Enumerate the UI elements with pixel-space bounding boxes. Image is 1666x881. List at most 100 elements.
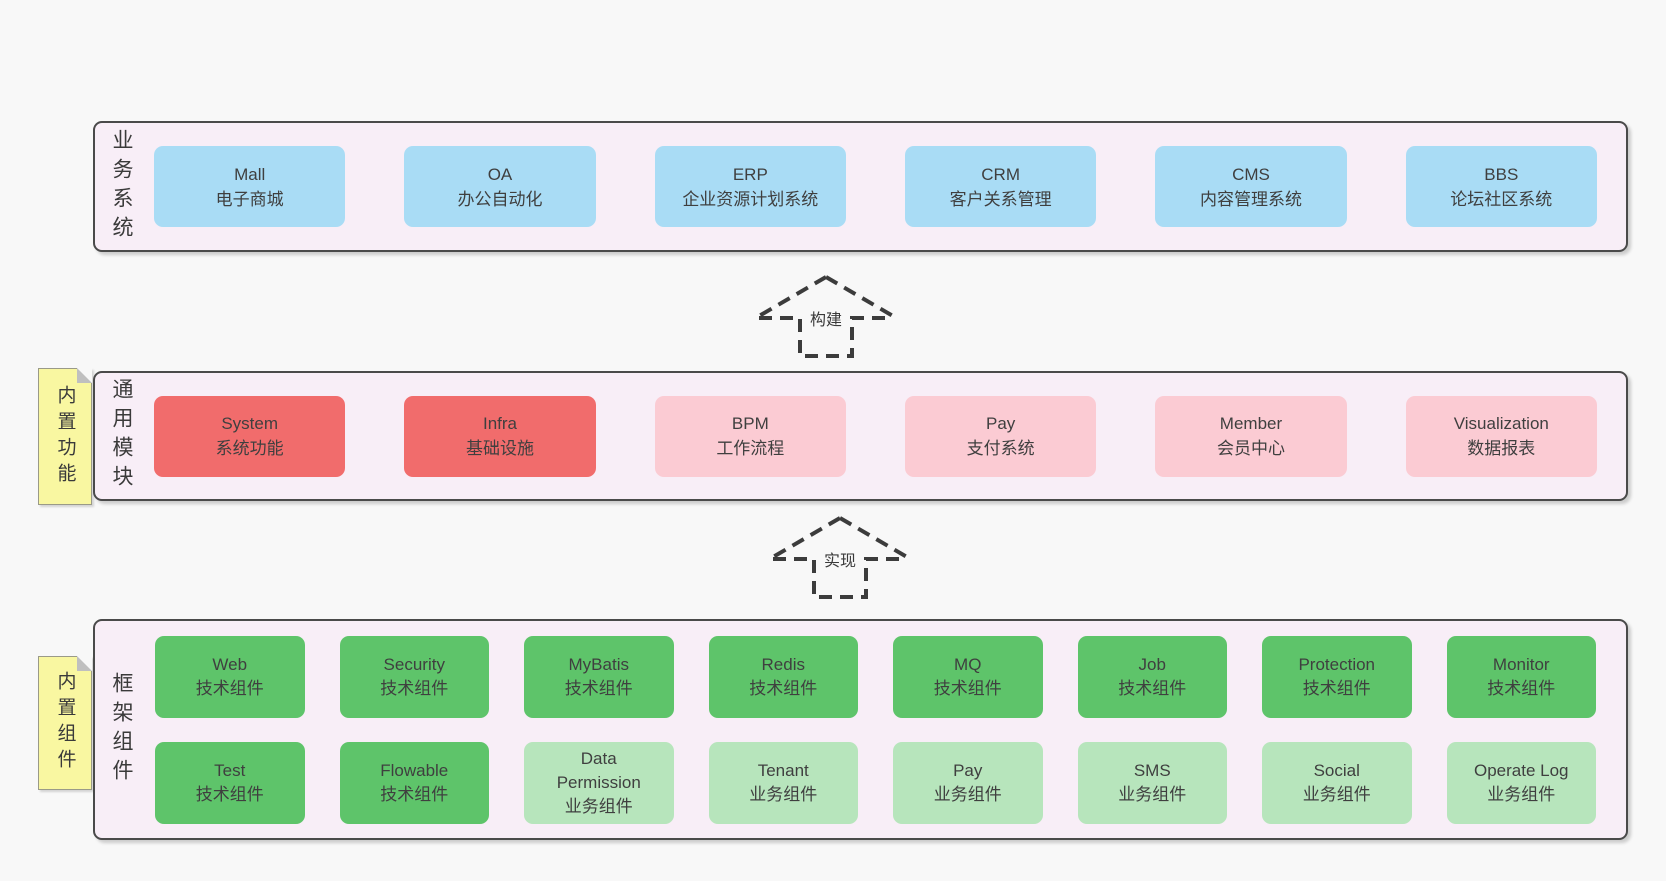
box-name: MyBatis: [568, 654, 629, 674]
box-operate-log: Operate Log 业务组件: [1446, 741, 1596, 824]
box-pay: Pay 支付系统: [904, 395, 1097, 477]
box-mybatis: MyBatis 技术组件: [524, 635, 674, 718]
box-name: System: [221, 414, 278, 433]
folded-corner-icon: [77, 656, 92, 671]
box-desc: 业务组件: [564, 796, 633, 816]
box-redis: Redis 技术组件: [708, 635, 858, 718]
box-web: Web 技术组件: [155, 635, 305, 718]
box-name: Flowable: [380, 760, 449, 780]
box-name: Job: [1138, 654, 1166, 674]
box-sms: SMS 业务组件: [1077, 741, 1227, 824]
box-tenant: Tenant 业务组件: [708, 741, 858, 824]
box-name: Security: [383, 654, 445, 674]
sticky-tab-builtin-features: 内置功能: [38, 368, 92, 505]
box-desc: 业务组件: [1487, 784, 1556, 804]
box-name: Operate Log: [1473, 760, 1569, 780]
tab-label: 内置组件: [54, 671, 76, 775]
box-mq: MQ 技术组件: [893, 635, 1043, 718]
box-desc: 工作流程: [716, 439, 785, 458]
box-desc: 业务组件: [1302, 784, 1371, 804]
box-desc: 技术组件: [933, 678, 1002, 698]
box-name: CRM: [981, 164, 1020, 184]
box-name: Data Permission: [556, 748, 641, 792]
dashed-arrow-icon: [757, 275, 895, 358]
box-desc: 技术组件: [195, 678, 264, 698]
box-job: Job 技术组件: [1077, 635, 1227, 718]
box-desc: 内容管理系统: [1199, 189, 1302, 209]
box-bbs: BBS 论坛社区系统: [1405, 146, 1597, 227]
box-name: Redis: [761, 654, 805, 674]
box-name: BBS: [1484, 164, 1519, 184]
sticky-tab-builtin-components: 内置组件: [38, 656, 92, 790]
up-arrow-implement-icon: 实现: [770, 515, 910, 599]
box-name: CMS: [1232, 164, 1270, 184]
box-name: Pay: [953, 760, 983, 780]
box-protection: Protection 技术组件: [1262, 635, 1412, 718]
box-name: SMS: [1133, 760, 1171, 780]
box-name: BPM: [731, 414, 769, 433]
box-system: System 系统功能: [154, 395, 346, 477]
box-desc: 技术组件: [749, 678, 818, 698]
box-desc: 业务组件: [933, 784, 1002, 804]
layer-label: 通用模块: [110, 378, 133, 494]
box-desc: 会员中心: [1216, 439, 1285, 458]
box-bpm: BPM 工作流程: [654, 395, 846, 477]
box-desc: 技术组件: [380, 678, 449, 698]
layer-label: 业务系统: [110, 128, 133, 245]
box-name: Web: [212, 654, 248, 674]
box-desc: 技术组件: [1302, 678, 1371, 698]
box-name: Pay: [986, 414, 1016, 433]
box-desc: 数据报表: [1467, 439, 1536, 458]
box-desc: 支付系统: [966, 439, 1035, 458]
box-desc: 业务组件: [1118, 784, 1187, 804]
box-desc: 技术组件: [564, 678, 633, 698]
box-mall: Mall 电子商城: [154, 146, 346, 227]
box-name: Protection: [1298, 654, 1376, 674]
dashed-arrow-icon: [771, 516, 909, 599]
box-erp: ERP 企业资源计划系统: [654, 146, 846, 227]
box-name: Visualization: [1453, 414, 1549, 433]
box-desc: 技术组件: [195, 784, 264, 804]
box-name: ERP: [732, 164, 768, 184]
box-desc: 业务组件: [749, 784, 818, 804]
box-name: Infra: [482, 414, 517, 433]
box-name: MQ: [954, 654, 982, 674]
box-test: Test 技术组件: [155, 741, 305, 824]
box-name: Monitor: [1492, 654, 1550, 674]
box-desc: 办公自动化: [457, 189, 543, 209]
box-name: Test: [214, 760, 246, 780]
box-security: Security 技术组件: [339, 635, 489, 718]
box-name: OA: [487, 164, 513, 184]
box-desc: 系统功能: [215, 439, 284, 458]
arrow-label: 实现: [820, 547, 860, 571]
box-desc: 企业资源计划系统: [682, 189, 819, 209]
box-cms: CMS 内容管理系统: [1155, 146, 1347, 227]
layer-label: 框架组件: [110, 671, 133, 788]
tab-label: 内置功能: [54, 384, 76, 489]
folded-corner-icon: [77, 368, 92, 383]
box-oa: OA 办公自动化: [404, 146, 596, 227]
box-data-permission: Data Permission 业务组件: [524, 741, 674, 824]
box-name: Tenant: [757, 760, 809, 780]
box-desc: 电子商城: [215, 189, 284, 209]
box-desc: 客户关系管理: [949, 189, 1052, 209]
box-desc: 技术组件: [1487, 678, 1556, 698]
box-name: Member: [1219, 414, 1283, 433]
box-name: Mall: [234, 164, 266, 184]
layer-business-systems: 业务系统 Mall 电子商城 OA 办公自动化 ERP 企业资源计划系统 CRM 客户关系管理…: [93, 121, 1628, 252]
box-desc: 论坛社区系统: [1450, 189, 1553, 209]
box-desc: 技术组件: [1118, 678, 1187, 698]
up-arrow-build-icon: 构建: [756, 274, 896, 358]
box-visualization: Visualization 数据报表: [1405, 395, 1597, 477]
business-systems-row: Mall 电子商城 OA 办公自动化 ERP 企业资源计划系统 CRM 客户关系管理 CMS 内容…: [154, 123, 1597, 250]
box-crm: CRM 客户关系管理: [904, 146, 1097, 227]
